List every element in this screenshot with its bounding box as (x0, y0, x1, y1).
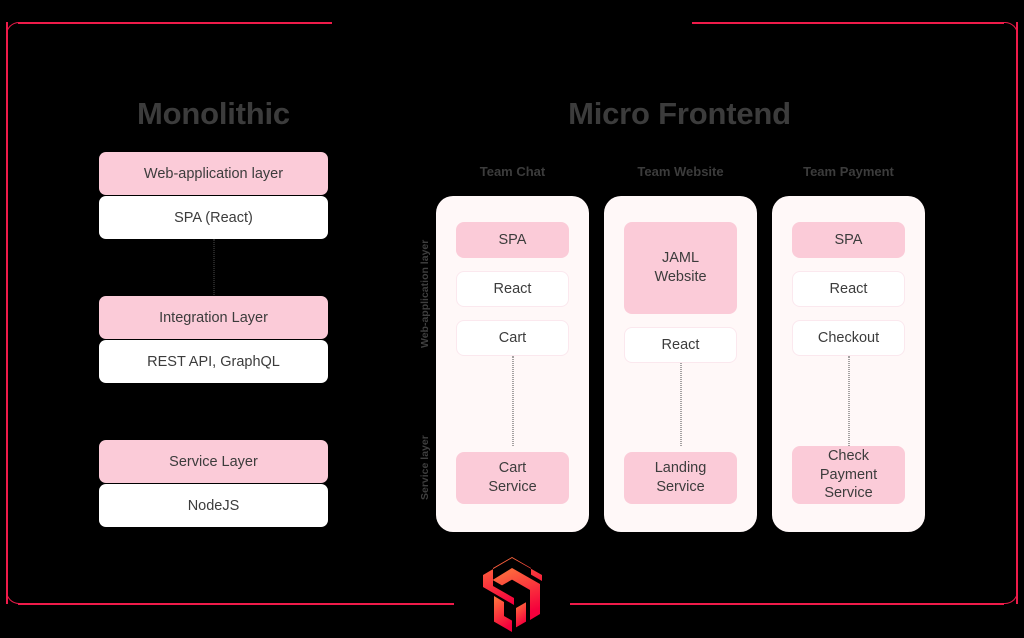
frame-corner-bottom-left (6, 578, 32, 604)
team-label-0: Team Chat (479, 164, 546, 179)
box-text-line: Checkout (817, 329, 880, 346)
team-0-box-0[interactable]: SPA (456, 222, 569, 258)
monolithic-header-web: Web-application layer (99, 152, 328, 195)
team-1-connector (680, 363, 681, 446)
monolithic-group-service: Service Layer NodeJS (99, 440, 328, 527)
monolithic-connector-1 (213, 239, 214, 301)
monolithic-column: Web-application layer SPA (React) Integr… (99, 152, 328, 528)
service-text-line: Service (824, 485, 873, 502)
team-0-box-1[interactable]: React (456, 271, 569, 307)
box-text-line: JAML (661, 250, 700, 267)
frame-top-left (18, 22, 332, 24)
service-text-line: Payment (819, 466, 878, 483)
monolithic-spacer-2 (99, 397, 328, 440)
team-2-connector (848, 356, 849, 446)
monolithic-detail-service: NodeJS (99, 484, 328, 527)
monolithic-header-integration: Integration Layer (99, 296, 328, 339)
layer-label-web-application: Web-application layer (419, 239, 431, 348)
box-text-line: SPA (498, 231, 527, 248)
layer-label-service: Service layer (419, 435, 431, 500)
monolithic-detail-web: SPA (React) (99, 196, 328, 239)
box-text-line: React (661, 336, 700, 353)
monolithic-title: Monolithic (137, 96, 290, 131)
frame-corner-top-left (6, 22, 32, 48)
service-text-line: Service (488, 479, 537, 495)
service-text-line: Cart (498, 460, 527, 477)
frame-left-edge (6, 22, 8, 604)
box-text-line: Website (654, 269, 707, 285)
frame-bottom-left (18, 603, 454, 605)
monolithic-group-web: Web-application layer SPA (React) (99, 152, 328, 301)
team-0-connector (512, 356, 513, 446)
frame-corner-top-right (992, 22, 1018, 48)
team-2-box-2[interactable]: Checkout (792, 320, 905, 356)
service-text-line: Service (656, 479, 705, 495)
box-text-line: Cart (498, 329, 527, 346)
service-text-line: Check (827, 448, 870, 465)
frame-top-right (692, 22, 1004, 24)
box-text-line: React (493, 280, 532, 297)
box-text-line: React (829, 280, 868, 297)
monolithic-header-service: Service Layer (99, 440, 328, 483)
service-text-line: Landing (654, 460, 707, 477)
monolithic-detail-integration: REST API, GraphQL (99, 340, 328, 383)
monolithic-group-integration: Integration Layer REST API, GraphQL (99, 296, 328, 383)
team-1-box-0[interactable]: JAML Website (624, 222, 737, 314)
team-2-box-0[interactable]: SPA (792, 222, 905, 258)
team-label-1: Team Website (637, 164, 724, 179)
cube-logo (478, 556, 546, 634)
team-0-box-2[interactable]: Cart (456, 320, 569, 356)
frame-right-edge (1016, 22, 1018, 604)
team-2-box-1[interactable]: React (792, 271, 905, 307)
frame-corner-bottom-right (992, 578, 1018, 604)
team-1-box-1[interactable]: React (624, 327, 737, 363)
micro-frontend-title: Micro Frontend (568, 96, 791, 131)
frame-bottom-right (570, 603, 1004, 605)
box-text-line: SPA (834, 231, 863, 248)
team-label-2: Team Payment (803, 164, 894, 179)
